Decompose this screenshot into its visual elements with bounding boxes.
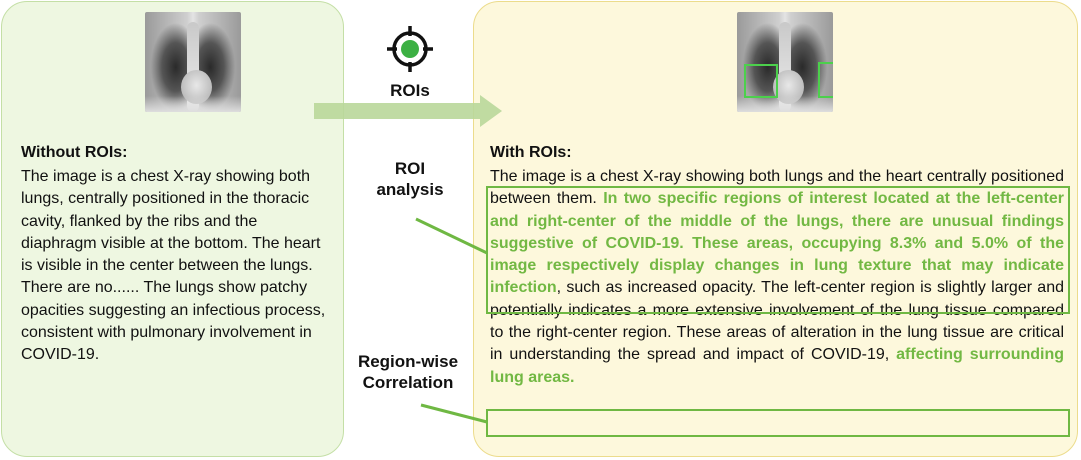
highlight-region-correlation: affecting surrounding lung areas. [490,346,1065,386]
description-text-part1: The image is a chest X-ray showing both … [490,168,1064,208]
roi-analysis-label-line2: analysis [376,180,444,199]
chest-xray-roi-image [737,12,833,112]
without-rois-description: The image is a chest X-ray showing both … [21,168,326,364]
with-rois-description: The image is a chest X-ray showing both … [490,166,1064,389]
highlight-roi-analysis: In two specific regions of interest loca… [490,190,1065,297]
region-wise-correlation-label: Region-wise Correlation [343,351,473,393]
roi-analysis-label: ROI analysis [355,158,465,200]
with-rois-heading: With ROIs: [490,144,572,161]
target-icon [387,26,433,72]
roi-box-left-center [744,64,778,98]
without-rois-heading: Without ROIs: [21,144,128,161]
roi-box-right-center [818,62,833,98]
region-correlation-highlight-box [486,409,1070,437]
rois-label: ROIs [390,81,430,100]
chest-xray-image [145,12,241,112]
roi-analysis-label-line1: ROI [394,159,426,178]
description-text-part2: , such as increased opacity. The left-ce… [490,279,1064,364]
region-wise-label-line1: Region-wise [357,352,459,371]
roi-analysis-highlight-box [486,186,1070,314]
region-wise-label-line2: Correlation [362,373,454,392]
